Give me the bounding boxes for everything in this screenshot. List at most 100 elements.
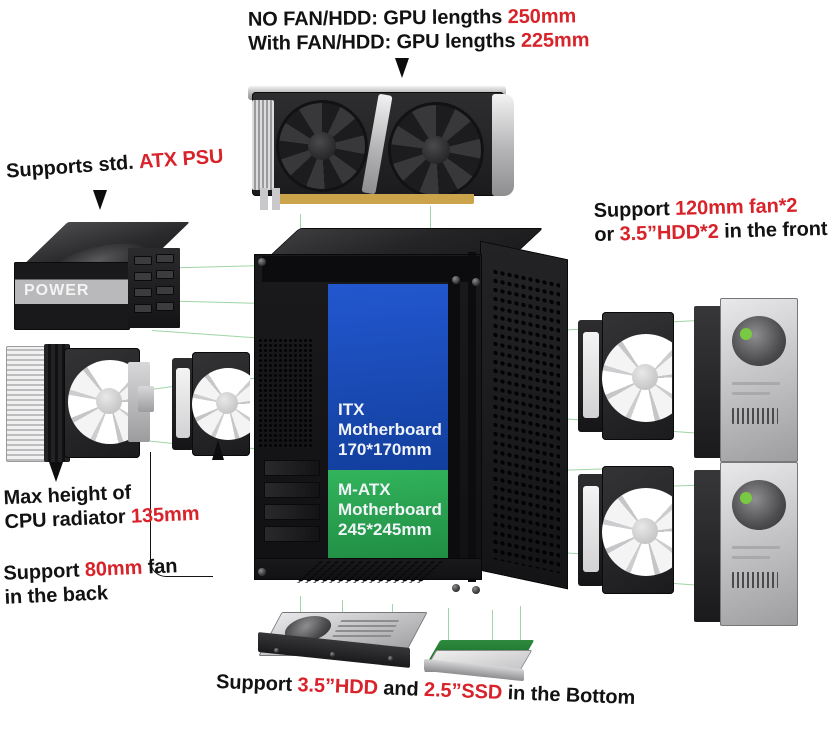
hdd-barcode bbox=[732, 408, 778, 424]
case-screw bbox=[452, 276, 460, 284]
connector-line bbox=[520, 606, 521, 650]
gpu-line2-value: 225mm bbox=[520, 29, 590, 53]
psu-callout: Supports std. ATX PSU bbox=[5, 144, 224, 184]
itx-label-line1: ITX bbox=[338, 400, 365, 419]
case-screw bbox=[472, 586, 480, 594]
psu-connector bbox=[156, 254, 174, 263]
hdd-label-line bbox=[732, 556, 770, 559]
psu-line1-value: ATX PSU bbox=[138, 145, 225, 174]
rear-fan-line1-c: fan bbox=[141, 555, 178, 579]
pci-slot-cover bbox=[264, 504, 320, 520]
itx-motherboard-zone: ITX Motherboard 170*170mm bbox=[328, 284, 448, 470]
cooler-heatsink-fins bbox=[6, 346, 50, 462]
connector-line bbox=[300, 214, 301, 240]
hdd-screw bbox=[274, 648, 279, 653]
fan-side-sticker bbox=[176, 368, 190, 438]
fan-side-sticker bbox=[583, 332, 599, 418]
psu-front-face bbox=[14, 262, 130, 330]
psu-line1-text: Supports std. bbox=[5, 151, 140, 183]
pci-slot-cover bbox=[264, 482, 320, 498]
psu-callout-line1: Supports std. ATX PSU bbox=[5, 144, 224, 184]
pci-slot-cover bbox=[264, 526, 320, 542]
front-callout-line2: or 3.5”HDD*2 in the front bbox=[594, 217, 828, 247]
bottom-ssd-value: 2.5”SSD bbox=[423, 678, 503, 704]
gpu-callout-arrow bbox=[395, 58, 409, 78]
case-top-inner-shadow bbox=[262, 256, 480, 282]
front-line1-value: 120mm fan*2 bbox=[674, 194, 798, 220]
matx-label-line1: M-ATX bbox=[338, 480, 391, 499]
hdd-platter-area bbox=[732, 480, 786, 530]
gpu-line1-value: 250mm bbox=[507, 5, 577, 29]
psu-callout-arrow bbox=[93, 190, 107, 210]
bottom-35-hdd bbox=[256, 612, 428, 672]
cooler-fan-hub bbox=[96, 388, 122, 414]
hdd-label-line bbox=[732, 392, 770, 395]
bottom-e: in the Bottom bbox=[501, 681, 636, 710]
gpu-callout: NO FAN/HDD: GPU lengths 250mm With FAN/H… bbox=[248, 4, 590, 56]
psu-connector bbox=[134, 304, 152, 313]
gpu-illustration bbox=[238, 84, 528, 214]
fan-side-sticker bbox=[583, 486, 599, 572]
hdd-label-line bbox=[732, 546, 780, 549]
bottom-vent-holes bbox=[294, 561, 448, 583]
pci-slot-cover bbox=[264, 460, 320, 476]
front-callout: Support 120mm fan*2 or 3.5”HDD*2 in the … bbox=[593, 193, 827, 248]
connector-line bbox=[448, 608, 449, 642]
fan-hub bbox=[216, 392, 238, 414]
matx-label-line2: Motherboard bbox=[338, 500, 442, 519]
gpu-pcie-connector bbox=[274, 194, 474, 204]
case-screw bbox=[258, 568, 266, 576]
cooler-callout-arrow bbox=[49, 462, 63, 482]
rear-vent-mesh bbox=[258, 338, 312, 448]
hdd-label-detail bbox=[330, 620, 400, 640]
hdd-side-edge bbox=[694, 470, 722, 622]
pc-case-illustration: ITX Motherboard 170*170mm M-ATX Motherbo… bbox=[246, 228, 576, 610]
psu-connector bbox=[156, 270, 174, 279]
front-hdd-bottom bbox=[694, 462, 812, 628]
case-frame-edge bbox=[468, 252, 476, 582]
gpu-fan-hub bbox=[422, 136, 450, 164]
front-mesh-pattern bbox=[492, 266, 560, 574]
gpu-heatsink-fins bbox=[252, 100, 274, 190]
psu-connector bbox=[156, 302, 174, 311]
rear-fan-leader-line bbox=[150, 452, 213, 577]
case-screw bbox=[472, 278, 480, 286]
psu-illustration: POWER bbox=[6, 222, 190, 334]
rear-fan-callout: Support 80mm fan in the back bbox=[3, 554, 179, 610]
fan-hub bbox=[632, 364, 658, 390]
front-line2-a: or bbox=[594, 223, 620, 247]
cooler-backplate bbox=[138, 386, 154, 412]
hdd-brand-dot bbox=[740, 492, 752, 504]
psu-connector bbox=[156, 286, 174, 295]
hdd-platter-area bbox=[732, 316, 786, 366]
cpu-cooler-illustration bbox=[4, 340, 154, 470]
matx-label-line3: 245*245mm bbox=[338, 520, 432, 539]
rear-fan-arrow bbox=[212, 440, 224, 460]
gpu-chrome-trim bbox=[492, 94, 514, 196]
front-hdd-top bbox=[694, 298, 812, 464]
front-line2-value: 3.5”HDD*2 bbox=[619, 221, 720, 246]
front-line1-a: Support bbox=[593, 197, 676, 223]
gpu-callout-line1: NO FAN/HDD: GPU lengths 250mm bbox=[248, 4, 589, 32]
case-screw bbox=[258, 258, 266, 266]
rear-80mm-fan bbox=[172, 352, 250, 456]
front-120mm-fan-bottom bbox=[578, 466, 674, 594]
gpu-bracket bbox=[272, 188, 280, 210]
matx-motherboard-zone: M-ATX Motherboard 245*245mm bbox=[328, 470, 448, 566]
itx-label-line3: 170*170mm bbox=[338, 440, 432, 459]
hdd-label-line bbox=[732, 382, 780, 385]
gpu-fan-hub bbox=[308, 132, 336, 160]
hdd-screw bbox=[388, 656, 393, 661]
psu-connector bbox=[134, 288, 152, 297]
gpu-line2-text: With FAN/HDD: GPU lengths bbox=[248, 30, 522, 56]
hdd-brand-dot bbox=[740, 328, 752, 340]
rear-fan-line1-a: Support bbox=[3, 559, 86, 585]
connector-line bbox=[492, 610, 493, 648]
rear-fan-line1-value: 80mm bbox=[84, 556, 143, 582]
itx-label-line2: Motherboard bbox=[338, 420, 442, 439]
gpu-line1-text: NO FAN/HDD: GPU lengths bbox=[247, 6, 508, 31]
gpu-bracket bbox=[260, 188, 268, 210]
front-120mm-fan-top bbox=[578, 312, 674, 440]
psu-brand-label: POWER bbox=[24, 282, 90, 299]
gpu-callout-line2: With FAN/HDD: GPU lengths 225mm bbox=[248, 29, 589, 57]
